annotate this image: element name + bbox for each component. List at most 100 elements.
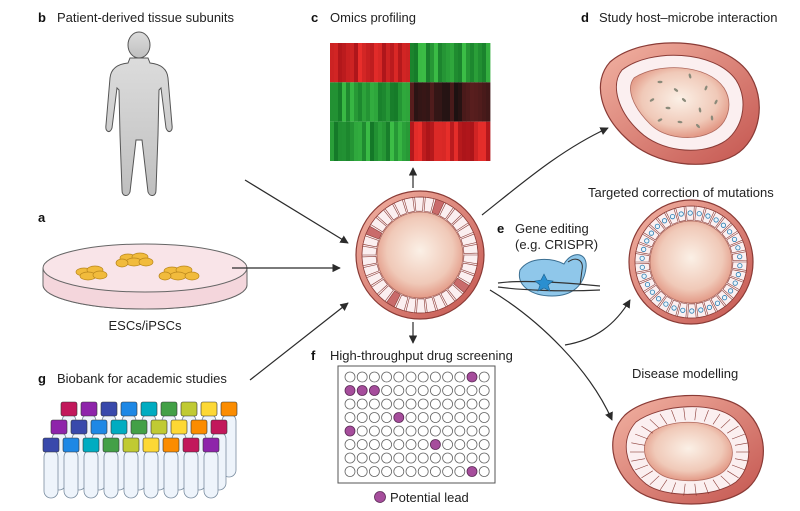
well: [368, 425, 380, 437]
well: [417, 412, 429, 423]
well: [393, 398, 405, 410]
panel-f: f High-throughput drug screening Potenti…: [311, 348, 513, 505]
well: [381, 466, 393, 477]
well: [344, 371, 356, 383]
panel-disease: Disease modelling: [612, 366, 764, 505]
well: [442, 398, 454, 410]
well: [442, 425, 454, 437]
well: [454, 439, 466, 450]
panel-d: d Study host–microbe interaction: [581, 10, 777, 165]
well: [393, 385, 405, 396]
arrow-organoid-to-d: [481, 127, 609, 216]
well-hit: [466, 466, 478, 477]
arrow-g-to-organoid: [249, 302, 349, 381]
well-hit: [356, 385, 368, 396]
well: [454, 398, 466, 410]
panel-e: e Gene editing (e.g. CRISPR): [497, 221, 601, 297]
well: [356, 371, 368, 383]
panel-letter-c: c: [311, 10, 318, 25]
well: [344, 466, 356, 477]
well: [466, 412, 478, 423]
well: [454, 452, 466, 464]
well: [393, 439, 405, 450]
well: [417, 371, 429, 383]
panel-letter-f: f: [311, 348, 316, 363]
arrow-crispr-to-correction: [564, 299, 631, 346]
panel-letter-g: g: [38, 371, 46, 386]
panel-g: g Biobank for academic studies: [38, 371, 238, 499]
well-hit: [344, 425, 356, 437]
well: [368, 398, 380, 410]
well: [381, 371, 393, 383]
well: [466, 398, 478, 410]
well: [429, 425, 441, 437]
well: [442, 452, 454, 464]
crispr-icon: [497, 254, 601, 297]
panel-f-title: High-throughput drug screening: [330, 348, 513, 363]
well: [356, 466, 368, 477]
well: [405, 439, 417, 450]
panel-e-title-line2: (e.g. CRISPR): [515, 237, 598, 252]
panel-correction: Targeted correction of mutations: [588, 185, 774, 325]
well: [454, 412, 466, 423]
panel-a: a ESCs/iPSCs: [38, 210, 248, 333]
well: [417, 385, 429, 396]
well: [478, 452, 490, 464]
well: [381, 412, 393, 423]
well: [417, 425, 429, 437]
panel-b: b Patient-derived tissue subunits: [38, 10, 235, 196]
well: [381, 425, 393, 437]
well: [368, 452, 380, 464]
organoid-disease: [612, 394, 764, 505]
central-organoid: [355, 190, 485, 320]
well: [344, 452, 356, 464]
well: [429, 412, 441, 423]
well: [368, 466, 380, 477]
well: [429, 371, 441, 383]
well: [405, 412, 417, 423]
well: [429, 385, 441, 396]
well: [405, 452, 417, 464]
panel-letter-a: a: [38, 210, 46, 225]
well: [478, 466, 490, 477]
well: [466, 439, 478, 450]
organoid-corrected: [628, 199, 754, 325]
organoid-host-microbe: [599, 42, 760, 165]
well: [405, 425, 417, 437]
human-silhouette-icon: [105, 31, 173, 196]
well: [454, 425, 466, 437]
well: [344, 439, 356, 450]
panel-g-title: Biobank for academic studies: [57, 371, 227, 386]
well: [478, 385, 490, 396]
well: [356, 412, 368, 423]
well: [429, 452, 441, 464]
legend-potential-lead-swatch: [374, 491, 386, 503]
well: [466, 425, 478, 437]
well: [429, 466, 441, 477]
well: [466, 385, 478, 396]
well: [442, 412, 454, 423]
well: [381, 398, 393, 410]
heatmap: [330, 43, 491, 161]
well: [356, 452, 368, 464]
panel-f-legend: Potential lead: [390, 490, 469, 505]
panel-a-caption: ESCs/iPSCs: [109, 318, 182, 333]
panel-letter-b: b: [38, 10, 46, 25]
well: [478, 371, 490, 383]
well: [442, 385, 454, 396]
well: [356, 439, 368, 450]
well: [356, 425, 368, 437]
well: [381, 452, 393, 464]
panel-c: c Omics profiling: [311, 10, 491, 161]
well: [478, 412, 490, 423]
panel-letter-d: d: [581, 10, 589, 25]
arrow-b-to-organoid: [244, 179, 349, 244]
panel-c-title: Omics profiling: [330, 10, 416, 25]
well: [405, 371, 417, 383]
test-tube-rack-icon: [42, 401, 238, 499]
well: [478, 425, 490, 437]
well: [442, 439, 454, 450]
well-plate: [337, 365, 496, 484]
well: [466, 452, 478, 464]
well: [393, 466, 405, 477]
